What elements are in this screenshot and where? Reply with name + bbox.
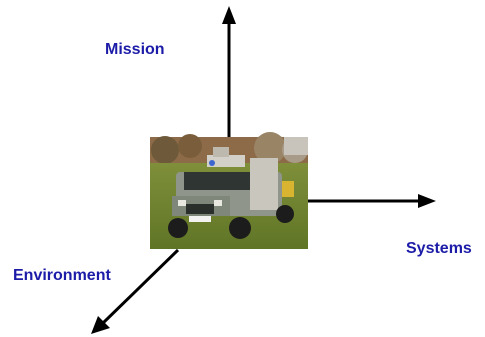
systems-label: Systems — [406, 240, 472, 257]
systems-axis-arrow — [308, 194, 436, 208]
mission-axis-arrow — [222, 6, 236, 137]
military-vehicle-photo — [150, 132, 308, 249]
mission-label: Mission — [105, 41, 165, 58]
environment-axis-arrow — [91, 248, 180, 334]
environment-label: Environment — [13, 267, 111, 284]
